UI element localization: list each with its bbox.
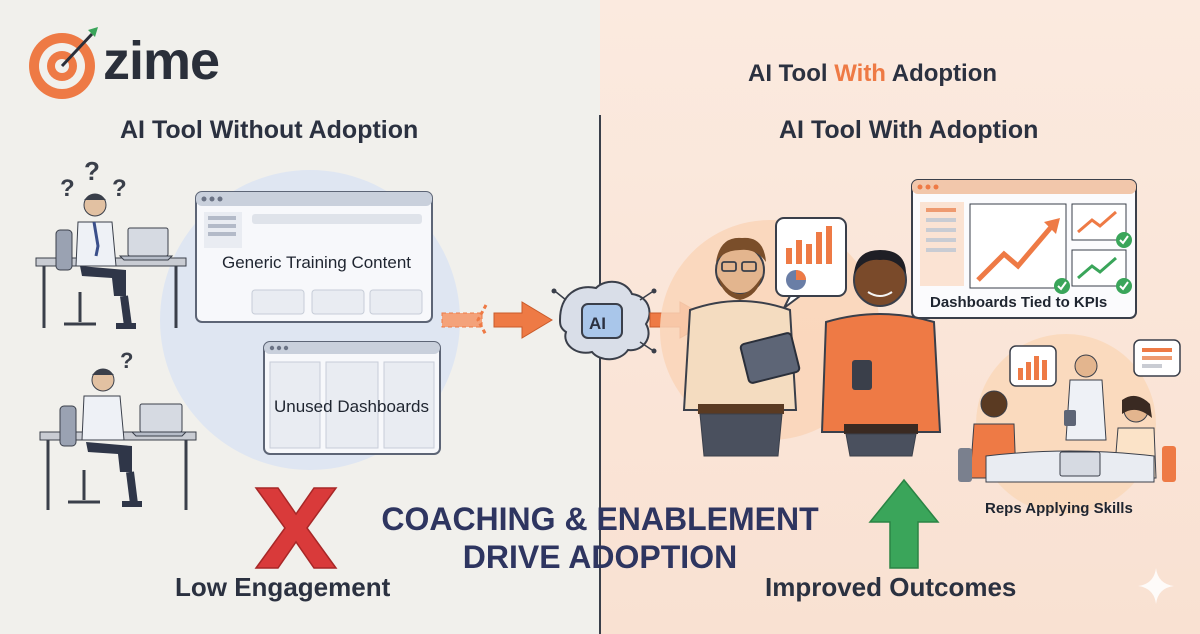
ai-chip-label: AI [589, 314, 606, 333]
arrow-right-icon [441, 301, 553, 339]
trend-up-icon [976, 218, 1060, 282]
unused-dashboards-label: Unused Dashboards [274, 397, 429, 416]
question-mark-icon: ? [60, 175, 75, 202]
brain-ai-icon [551, 280, 657, 361]
tablet-icon [739, 332, 801, 384]
center-title-line1: COACHING & ENABLEMENT [381, 501, 819, 537]
question-mark-icon: ? [84, 156, 100, 186]
check-icon [1116, 232, 1132, 248]
sparkle-icon [1138, 568, 1174, 604]
meeting-scene [958, 339, 1181, 483]
low-engagement-label: Low Engagement [175, 572, 391, 602]
red-x-icon [254, 487, 338, 569]
right-heading: AI Tool With Adoption [779, 116, 1039, 144]
check-icon [1116, 278, 1132, 294]
browser-window-icon [263, 341, 441, 455]
reps-applying-label: Reps Applying Skills [985, 500, 1133, 517]
phone-icon [852, 360, 872, 390]
laptop-icon [130, 403, 188, 437]
top-title-prefix: AI Tool [748, 60, 835, 87]
center-title: COACHING & ENABLEMENT DRIVE ADOPTION [380, 500, 820, 576]
orange-shirt-man [820, 250, 942, 457]
bar-chart-icon [775, 217, 847, 309]
browser-window-icon [911, 179, 1137, 319]
target-logo-icon [29, 27, 98, 99]
top-right-title: AI Tool With Adoption [748, 60, 997, 88]
laptop-icon [1059, 451, 1101, 477]
question-mark-icon: ? [112, 175, 127, 202]
confused-person-2: ? [39, 348, 197, 510]
confused-person-1: ? ? ? [35, 156, 187, 329]
question-mark-icon: ? [120, 348, 133, 373]
divider-line [599, 115, 601, 634]
browser-window-icon [195, 191, 433, 323]
pie-chart-icon [786, 270, 806, 290]
top-title-accent: With [834, 60, 886, 87]
logo-wordmark: zime [103, 31, 220, 91]
dashboards-kpi-label: Dashboards Tied to KPIs [930, 294, 1108, 311]
generic-training-label: Generic Training Content [222, 253, 411, 272]
top-title-suffix: Adoption [885, 60, 998, 87]
left-heading: AI Tool Without Adoption [120, 116, 419, 144]
green-up-arrow-icon [868, 478, 940, 569]
bearded-man [682, 237, 801, 457]
check-icon [1054, 278, 1070, 294]
laptop-icon [118, 227, 174, 261]
improved-outcomes-label: Improved Outcomes [765, 572, 1017, 602]
bar-chart-icon [1009, 345, 1057, 387]
center-title-line2: DRIVE ADOPTION [462, 539, 738, 575]
